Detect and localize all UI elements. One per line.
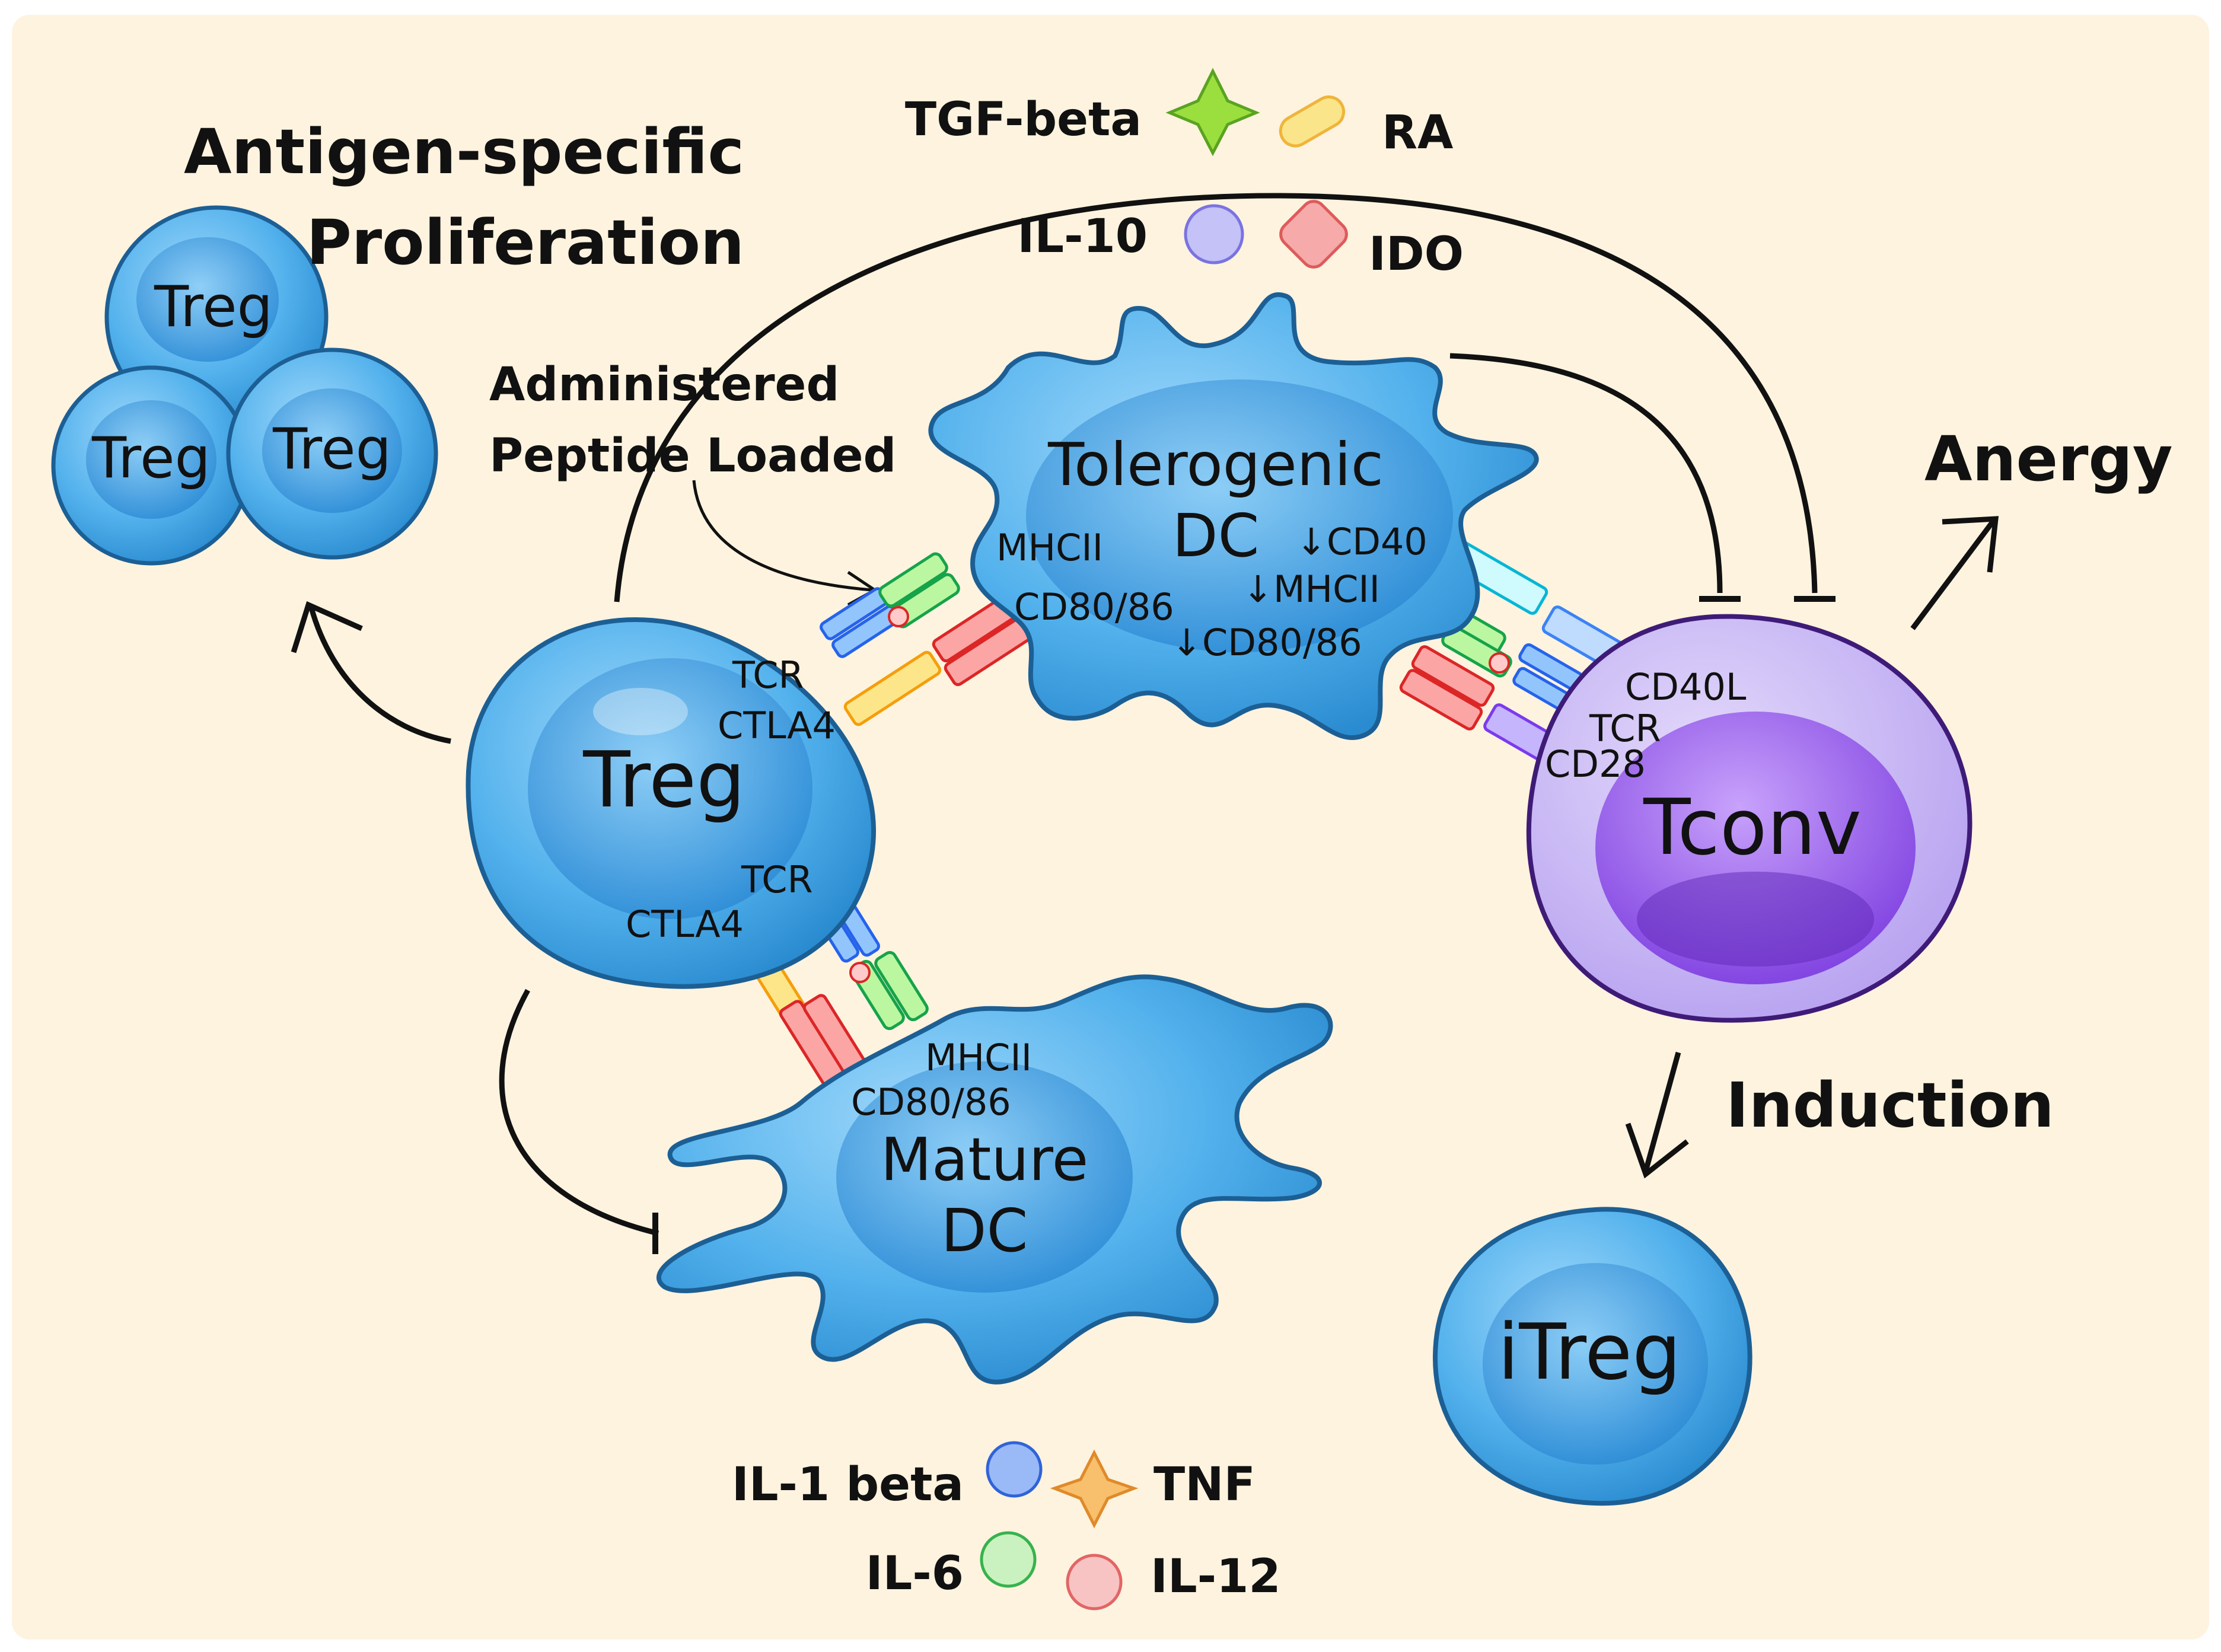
tconv-cell bbox=[1526, 614, 1973, 1023]
peptide-label-line2: Peptide Loaded bbox=[489, 429, 896, 483]
legend-il1-label: IL-1 beta bbox=[732, 1458, 964, 1511]
legend-il6-label: IL-6 bbox=[866, 1547, 964, 1600]
proliferation-title-line1: Antigen-specific bbox=[184, 116, 744, 188]
ra-icon bbox=[1279, 95, 1346, 148]
small-treg-label-2: Treg bbox=[91, 426, 211, 491]
induction-label: Induction bbox=[1726, 1069, 2054, 1141]
tol-mhcii-label: MHCII bbox=[996, 526, 1103, 569]
treg-to-mature-dc-inhibition bbox=[499, 988, 659, 1236]
treg-lower-tcr-label: TCR bbox=[741, 858, 813, 901]
legend-ra-label: RA bbox=[1382, 106, 1453, 160]
itreg-cell bbox=[1432, 1207, 1752, 1506]
induction-arrow-line bbox=[1643, 1051, 1681, 1172]
tol-down-cd40-label: ↓CD40 bbox=[1296, 520, 1427, 563]
peptide-label-line1: Administered bbox=[489, 358, 839, 412]
mature-cd80-label: CD80/86 bbox=[851, 1080, 1011, 1124]
tol-down-cd80-label: ↓CD80/86 bbox=[1171, 621, 1362, 664]
treg-upper-tcr-label: TCR bbox=[732, 653, 804, 697]
treg-to-tconv-inhibition-arc bbox=[614, 193, 1818, 602]
treg-upper-ctla4-label: CTLA4 bbox=[718, 704, 836, 747]
mature-dc-label-line2: DC bbox=[941, 1196, 1028, 1265]
proliferation-arrow-head bbox=[291, 601, 363, 653]
il6-icon bbox=[980, 1531, 1037, 1588]
legend-il10-label: IL-10 bbox=[1017, 210, 1148, 263]
small-treg-label-3: Treg bbox=[272, 417, 391, 482]
ido-icon bbox=[1279, 200, 1348, 269]
tconv-tcr-label: TCR bbox=[1589, 707, 1661, 750]
tolerogenic-dc-label-line2: DC bbox=[1172, 501, 1260, 570]
mature-mhcii-label: MHCII bbox=[925, 1036, 1032, 1079]
tol-cd80-label: CD80/86 bbox=[1014, 585, 1174, 629]
anergy-arrow-head bbox=[1942, 516, 1999, 573]
mature-dc-cell bbox=[657, 974, 1333, 1385]
itreg-label: iTreg bbox=[1497, 1307, 1681, 1397]
small-treg-label-1: Treg bbox=[154, 275, 273, 340]
tconv-label: Tconv bbox=[1643, 782, 1862, 872]
proliferation-arrow-line bbox=[308, 607, 451, 744]
legend-tnf-label: TNF bbox=[1153, 1458, 1256, 1511]
tconv-cd28-label: CD28 bbox=[1545, 742, 1646, 786]
il1-beta-icon bbox=[986, 1441, 1043, 1498]
anergy-arrow-line bbox=[1910, 520, 1995, 630]
peptide-arrow-line bbox=[692, 480, 872, 592]
legend-ido-label: IDO bbox=[1369, 228, 1464, 281]
anergy-label: Anergy bbox=[1924, 423, 2173, 495]
treg-main-label: Treg bbox=[582, 735, 745, 825]
legend-il12-label: IL-12 bbox=[1151, 1550, 1281, 1603]
il12-icon bbox=[1066, 1554, 1123, 1610]
treg-tol-dc-synapse bbox=[820, 552, 1031, 726]
tgf-beta-icon bbox=[1165, 68, 1260, 157]
treg-main-cell bbox=[466, 617, 876, 989]
tol-down-mhcii-label: ↓MHCII bbox=[1242, 567, 1380, 611]
treg-cluster bbox=[51, 205, 438, 566]
legend-tgf-label: TGF-beta bbox=[905, 93, 1142, 146]
mature-dc-label-line1: Mature bbox=[881, 1125, 1089, 1194]
proliferation-title-line2: Proliferation bbox=[307, 206, 744, 279]
il10-icon bbox=[1184, 204, 1244, 264]
tconv-cd40l-label: CD40L bbox=[1625, 665, 1747, 709]
tnf-icon bbox=[1050, 1449, 1139, 1529]
induction-arrow-head bbox=[1625, 1122, 1689, 1179]
dc-to-tconv-inhibition-arc bbox=[1449, 353, 1723, 594]
tolerogenic-dc-label-line1: Tolerogenic bbox=[1047, 430, 1384, 499]
tolerogenic-dc-cell bbox=[928, 292, 1539, 741]
treg-lower-ctla4-label: CTLA4 bbox=[626, 902, 744, 946]
